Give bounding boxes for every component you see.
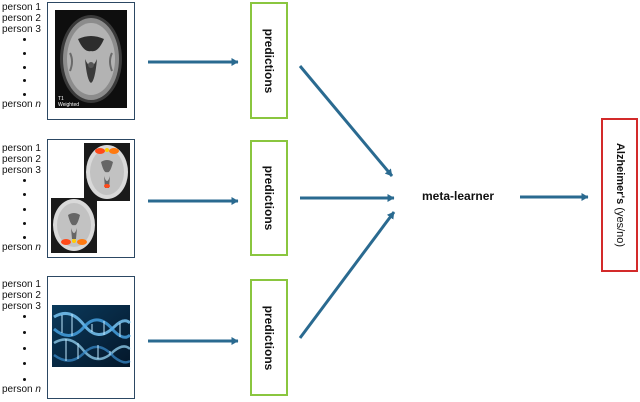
- person-label-last: person n: [2, 99, 41, 110]
- predictions-box-mri: predictions: [250, 2, 288, 119]
- arrow-predictions-3-to-meta: [298, 211, 396, 339]
- person-label: person 1: [2, 2, 41, 13]
- ellipsis-dots: [2, 176, 41, 242]
- person-label: person 2: [2, 154, 41, 165]
- mri-caption-2: Weighted: [58, 102, 79, 108]
- arrow-predictions-1-to-meta: [298, 65, 394, 177]
- meta-learner-label: meta-learner: [422, 189, 495, 203]
- genetic-data-box: [47, 276, 135, 399]
- alzheimers-output-box: Alzheimer's (yes/no): [601, 118, 638, 272]
- person-label: person 3: [2, 24, 41, 35]
- predictions-box-genetic: predictions: [250, 279, 288, 396]
- mri-data-box: T1 Weighted: [47, 2, 135, 120]
- person-label-last: person n: [2, 384, 41, 395]
- person-label: person 2: [2, 13, 41, 24]
- brain-mri-image: T1 Weighted: [55, 10, 127, 108]
- person-label: person 1: [2, 143, 41, 154]
- dna-helix-image: [52, 305, 132, 367]
- person-label: person 1: [2, 279, 41, 290]
- person-label: person 3: [2, 301, 41, 312]
- brain-fmri-image: [51, 143, 130, 253]
- person-list-mri: person 1 person 2 person 3 person n: [2, 2, 41, 110]
- person-label: person 2: [2, 290, 41, 301]
- ellipsis-dots: [2, 35, 41, 99]
- person-label-last: person n: [2, 242, 41, 253]
- predictions-box-fmri: predictions: [250, 140, 288, 256]
- person-list-fmri: person 1 person 2 person 3 person n: [2, 143, 41, 253]
- person-label: person 3: [2, 165, 41, 176]
- mri-caption-1: T1: [58, 96, 64, 102]
- ellipsis-dots: [2, 312, 41, 384]
- person-list-genetic: person 1 person 2 person 3 person n: [2, 279, 41, 395]
- fmri-data-box: [47, 139, 135, 258]
